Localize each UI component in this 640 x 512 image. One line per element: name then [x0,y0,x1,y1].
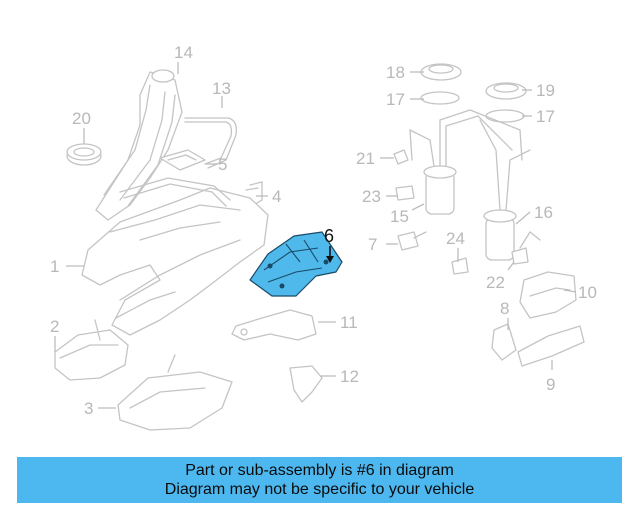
part-17-seal-left [420,91,460,105]
leader-lines [54,62,577,409]
part-22-bracket [511,231,541,265]
banner-line-part-number: Part or sub-assembly is #6 in diagram [185,462,454,479]
part-4-clip [245,181,263,207]
parts-diagram: 14 13 20 5 4 6 1 2 3 11 12 18 17 19 17 2… [50,43,597,431]
callout-2: 2 [50,317,59,336]
part-23-connector [395,185,415,201]
part-8-bracket [491,323,517,361]
callout-3: 3 [84,399,93,418]
callout-19: 19 [536,81,555,100]
part-1-fuel-tank [81,177,269,336]
part-5-bracket [159,149,206,171]
part-6-leader-arrow [326,246,334,263]
callout-6: 6 [324,226,334,246]
part-12-bracket [289,365,323,403]
callout-14: 14 [174,43,193,62]
callout-7: 7 [368,235,377,254]
part-3-tray [117,354,233,431]
callout-23: 23 [362,187,381,206]
part-20-cap [66,143,102,166]
part-19-lock-ring [485,82,527,100]
callout-11: 11 [340,313,358,332]
callout-16: 16 [534,203,553,222]
callout-17-left: 17 [386,90,405,109]
callout-18: 18 [386,63,405,82]
part-24-bracket [451,257,469,275]
banner-line-disclaimer: Diagram may not be specific to your vehi… [164,481,475,498]
callout-10: 10 [578,283,597,302]
callout-24: 24 [446,229,465,248]
callout-21: 21 [356,149,375,168]
callout-15: 15 [390,207,409,226]
part-16-fuel-pump [479,119,531,261]
part-21-connector [393,149,409,165]
callout-5: 5 [218,155,227,174]
part-9-shield [517,325,585,367]
part-18-lock-ring [420,63,462,81]
part-6-shield [249,231,343,297]
callout-1: 1 [50,257,59,276]
callout-22: 22 [486,273,505,292]
callout-9: 9 [546,375,555,394]
part-10-shield [519,271,577,319]
part-15-fuel-pump [409,109,523,215]
part-14-filler-pipe [95,69,183,221]
part-17-seal-right [485,109,525,123]
callout-12: 12 [340,367,359,386]
callout-20: 20 [72,109,91,128]
callout-13: 13 [212,79,231,98]
callout-8: 8 [500,299,509,318]
part-2-heat-shield [54,319,129,381]
part-7-sensor [397,231,427,251]
callout-4: 4 [272,187,281,206]
info-banner: Part or sub-assembly is #6 in diagram Di… [17,457,622,503]
part-11-bracket [231,309,317,341]
callout-17-right: 17 [536,107,555,126]
part-13-hose [184,117,237,169]
